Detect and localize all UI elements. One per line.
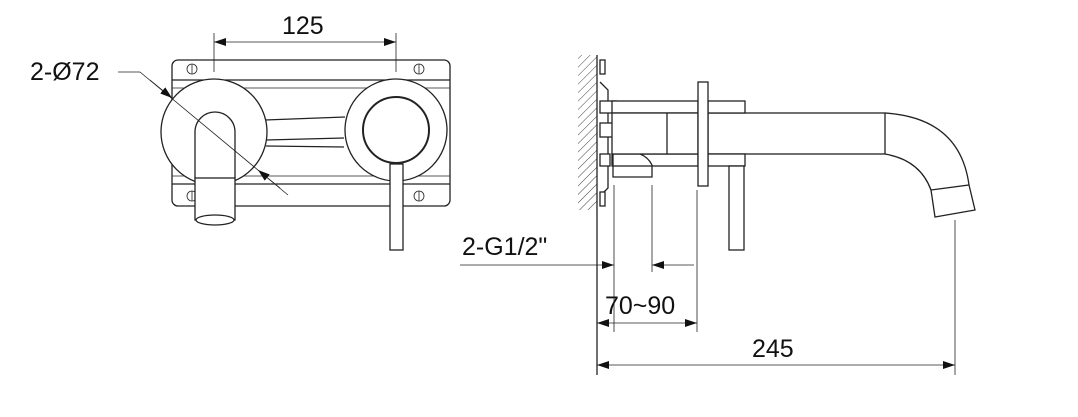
- lever-front: [389, 163, 404, 251]
- handle-body: [362, 96, 430, 164]
- valve-body: [611, 112, 699, 155]
- dimension-thread-label: 2-G1/2": [462, 233, 548, 261]
- spout-front: [194, 111, 236, 178]
- dimension-depth-label: 70~90: [605, 292, 676, 320]
- side-view: [460, 55, 976, 375]
- screw-icons: [186, 63, 425, 202]
- lever-side: [728, 165, 745, 251]
- dimension-projection-label: 245: [752, 335, 794, 363]
- pipe: [707, 112, 886, 155]
- spout-curve: [884, 112, 970, 191]
- front-view: [118, 33, 451, 251]
- dimension-spacing-label: 125: [282, 12, 324, 40]
- wall-hatch: [578, 55, 597, 210]
- dimension-diameter-label: 2-Ø72: [30, 58, 100, 86]
- wall-flange: [697, 81, 709, 187]
